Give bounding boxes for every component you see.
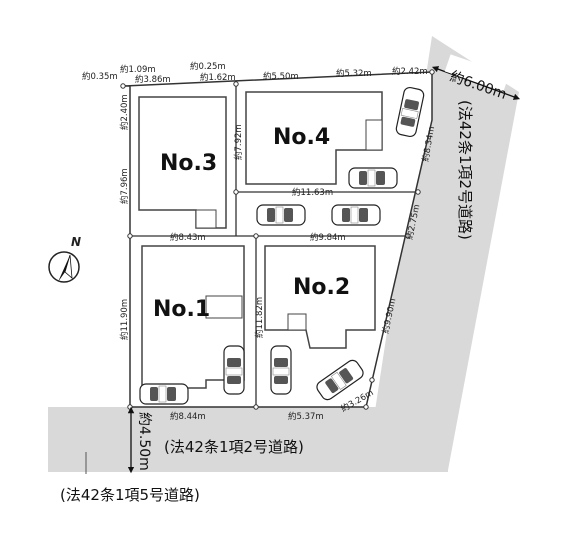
dim-mid-8-43: 約8.43m	[170, 232, 206, 243]
dim-mid-11-63: 約11.63m	[292, 187, 333, 198]
dim-no4-7-92: 約7.92m	[233, 124, 244, 160]
southwest-road-label: (法42条1項5号道路)	[60, 486, 200, 504]
lot-label-no1: No.1	[153, 297, 210, 322]
north-label: N	[71, 235, 81, 249]
dim-left-11-90: 約11.90m	[119, 299, 130, 340]
dim-top-0-35: 約0.35m	[82, 71, 118, 82]
dim-top-0-25: 約0.25m	[190, 61, 226, 72]
porch-no2	[287, 313, 307, 331]
dim-top-1-09: 約1.09m	[120, 64, 156, 75]
dim-top-1-62: 約1.62m	[200, 72, 236, 83]
dim-top-2-42: 約2.42m	[392, 66, 428, 77]
car-no3-left	[256, 204, 306, 226]
dim-left-2-40: 約2.40m	[119, 94, 130, 130]
south-road-label: (法42条1項2号道路)	[164, 438, 304, 456]
south-road-width: 約4.50m	[136, 412, 152, 471]
car-no2-vertical	[270, 345, 292, 395]
dim-top-5-32: 約5.32m	[336, 68, 372, 79]
dim-left-7-96: 約7.96m	[119, 168, 130, 204]
dim-mid-9-84: 約9.84m	[310, 232, 346, 243]
porch-no3	[195, 209, 217, 229]
dim-top-3-86: 約3.86m	[135, 74, 171, 85]
car-no1-vertical	[223, 345, 245, 395]
east-road-label: (法42条1項2号道路)	[456, 100, 474, 240]
east-width-arrow	[431, 66, 521, 100]
porch-no1	[205, 295, 243, 319]
south-road	[48, 407, 448, 472]
dim-mid-11-82: 約11.82m	[254, 297, 265, 338]
east-road	[366, 36, 519, 470]
car-no3-right	[331, 204, 381, 226]
dim-bottom-8-44: 約8.44m	[170, 411, 206, 422]
dim-top-5-50: 約5.50m	[263, 71, 299, 82]
lot-label-no2: No.2	[293, 275, 350, 300]
house-no4	[245, 91, 383, 185]
car-no1-horizontal	[139, 383, 189, 405]
dim-bottom-5-37: 約5.37m	[288, 411, 324, 422]
lot-label-no3: No.3	[160, 151, 217, 176]
car-no4-horizontal	[348, 167, 398, 189]
porch-no4	[365, 119, 383, 151]
north-arrow: N	[48, 235, 81, 283]
lot-label-no4: No.4	[273, 125, 330, 150]
